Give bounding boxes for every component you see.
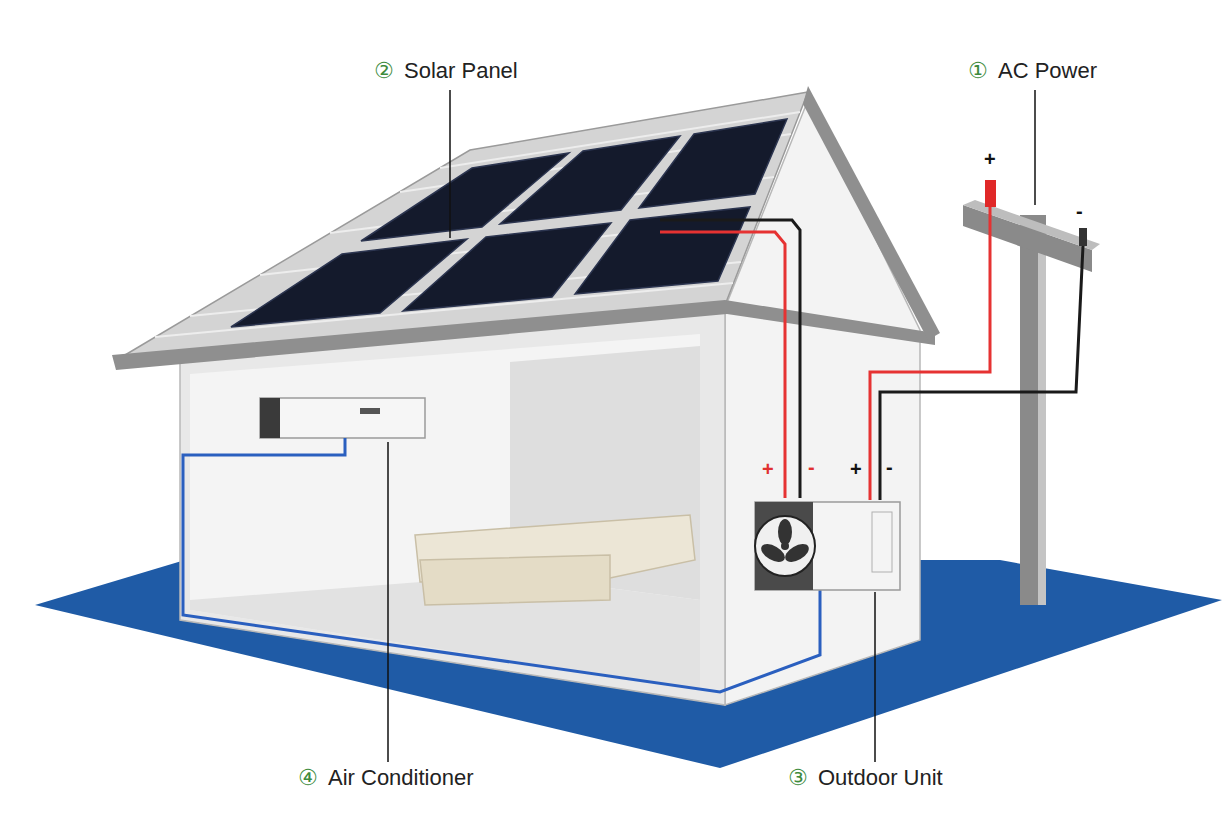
illustration-part bbox=[778, 519, 792, 545]
grid-positive-wire bbox=[870, 207, 990, 500]
polarity-sign: - bbox=[886, 456, 893, 479]
callout-number: ③ bbox=[788, 765, 808, 790]
polarity-sign: + bbox=[984, 148, 996, 171]
leader-lines bbox=[388, 90, 1035, 762]
polarity-sign: + bbox=[762, 458, 774, 481]
polarity-sign: + bbox=[850, 458, 862, 481]
polarity-sign: - bbox=[1076, 200, 1083, 223]
illustration-part bbox=[449, 90, 451, 238]
part-label: Outdoor Unit bbox=[818, 765, 943, 790]
outdoor-unit-body bbox=[755, 502, 900, 590]
polarity-sign: - bbox=[808, 456, 815, 479]
pole bbox=[1020, 215, 1046, 605]
grid-negative-wire bbox=[880, 246, 1083, 500]
fan-blades bbox=[758, 519, 812, 566]
roof-fascia bbox=[112, 300, 935, 370]
indoor-unit-display bbox=[360, 408, 380, 414]
fan-grille bbox=[755, 516, 815, 576]
callout-number: ① bbox=[968, 58, 988, 83]
illustration-part bbox=[403, 223, 611, 311]
illustration-part bbox=[1034, 90, 1036, 205]
callout-number: ② bbox=[374, 58, 394, 83]
roof bbox=[120, 92, 808, 358]
negative-terminal bbox=[1079, 228, 1087, 246]
indoor-unit bbox=[260, 398, 425, 438]
outdoor-unit-panel bbox=[872, 512, 892, 572]
crossbar-top bbox=[963, 200, 1100, 250]
part-label: Solar Panel bbox=[404, 58, 518, 83]
part-label: Air Conditioner bbox=[328, 765, 474, 790]
front-wall bbox=[180, 308, 725, 705]
illustration-part bbox=[500, 136, 680, 224]
pole-shade bbox=[1038, 240, 1046, 605]
part-label: AC Power bbox=[998, 58, 1097, 83]
positive-terminal bbox=[985, 180, 996, 207]
refrigerant-pipe bbox=[183, 438, 820, 692]
gable-trim bbox=[803, 86, 940, 340]
solar-panels bbox=[231, 119, 787, 327]
indoor-unit-side bbox=[260, 398, 280, 438]
callout-number: ④ bbox=[298, 765, 318, 790]
sofa-seat bbox=[420, 555, 610, 605]
room-interior bbox=[190, 334, 700, 690]
illustration-part bbox=[639, 119, 787, 208]
illustration-part bbox=[874, 592, 876, 762]
illustration-part bbox=[387, 442, 389, 762]
illustration-part bbox=[231, 239, 467, 327]
illustration-part bbox=[781, 542, 789, 550]
pv-negative-wire bbox=[660, 220, 800, 498]
pv-positive-wire bbox=[660, 232, 785, 498]
